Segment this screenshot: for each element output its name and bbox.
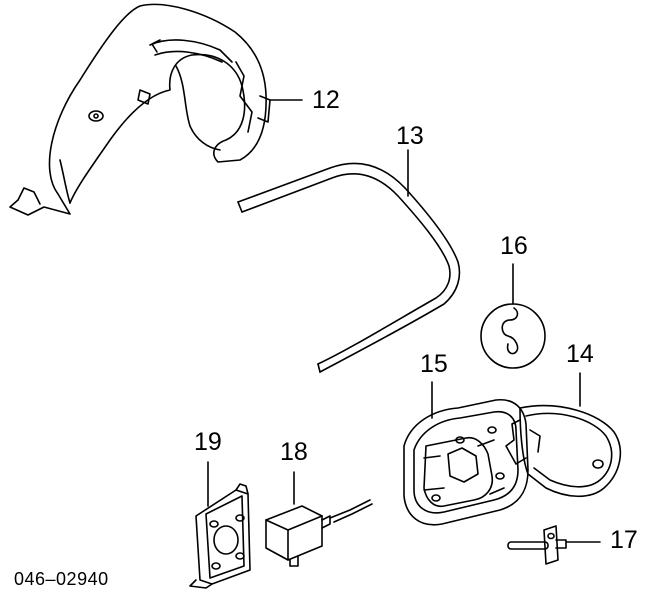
filler-housing [403,381,529,526]
sealing-strip [237,149,461,373]
callout-13: 13 [396,122,424,150]
bracket [189,461,251,589]
callout-18: 18 [280,438,308,466]
wheelhouse-liner [9,3,303,216]
callout-16: 16 [500,232,528,260]
callout-17: 17 [610,526,638,554]
callout-12: 12 [312,86,340,114]
hook-detail [480,263,546,369]
callout-19: 19 [194,428,222,456]
hinge-pin [507,525,601,565]
callout-14: 14 [566,340,594,368]
diagram-reference-number: 046–02940 [14,569,109,589]
fuel-filler-flap [505,372,622,498]
callout-15: 15 [420,350,448,378]
actuator-module [265,471,373,567]
